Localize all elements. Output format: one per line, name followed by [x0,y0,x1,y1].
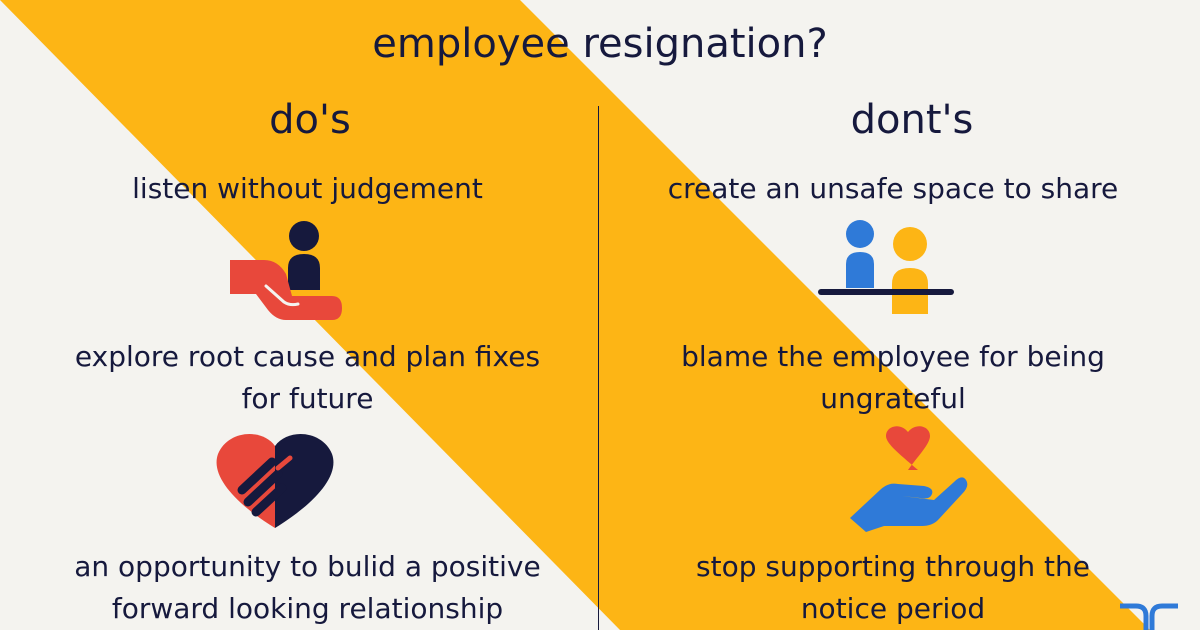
dos-item-2-line-1: explore root cause and plan fixes [74,340,541,373]
page-title: employee resignation? [372,21,828,67]
handshake-heart-icon [216,434,334,528]
hand-holding-heart-icon [850,426,968,532]
hand-holding-person-icon [230,221,342,320]
dos-item-3: an opportunity to bulid a positive forwa… [0,546,615,630]
dos-heading: do's [269,97,351,143]
dos-item-2: explore root cause and plan fixes for fu… [0,336,615,420]
donts-item-2: blame the employee for being ungrateful [593,336,1193,420]
two-people-at-table-icon [818,220,954,314]
dos-item-1: listen without judgement [0,168,615,210]
donts-item-2-line-2: ungrateful [820,382,966,415]
donts-item-2-line-1: blame the employee for being [681,340,1105,373]
donts-item-1-line-1: create an unsafe space to share [667,172,1119,205]
dos-item-3-line-2: forward looking relationship [111,592,504,625]
donts-item-3-line-1: stop supporting through the [696,550,1090,583]
donts-item-3-line-2: notice period [800,592,986,625]
dos-item-2-line-2: for future [241,382,374,415]
donts-item-1: create an unsafe space to share [593,168,1193,210]
donts-item-3: stop supporting through the notice perio… [593,546,1193,630]
brand-logo-icon [1120,603,1178,630]
donts-heading: dont's [850,97,974,143]
dos-item-1-line-1: listen without judgement [132,172,483,205]
dos-item-3-line-1: an opportunity to bulid a positive [74,550,541,583]
column-divider [598,106,599,630]
